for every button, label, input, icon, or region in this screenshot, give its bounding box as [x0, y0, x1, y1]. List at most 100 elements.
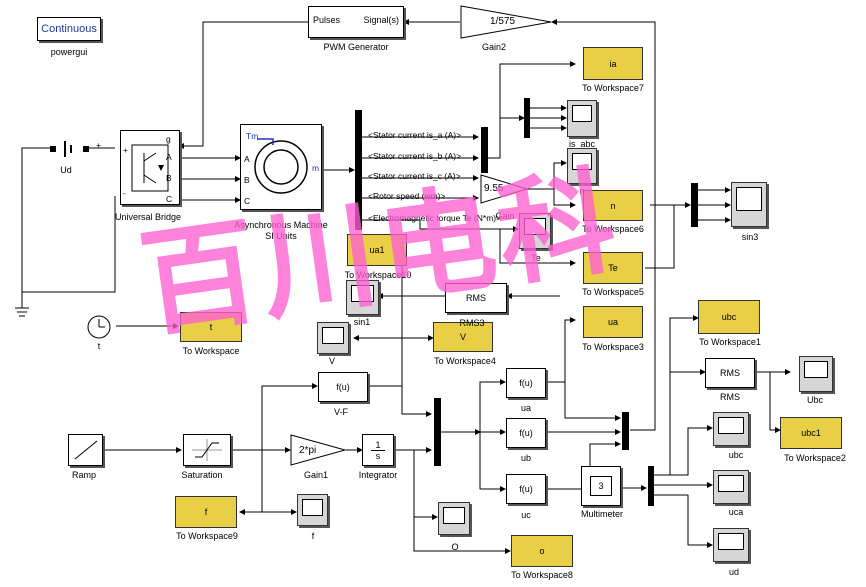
- bridge-port-c: C: [166, 194, 173, 204]
- fcn-ua-label: f(u): [519, 378, 533, 388]
- ramp-caption: Ramp: [71, 470, 97, 480]
- integrator-fraction-bar: [371, 449, 385, 451]
- scope-n-caption: n: [579, 186, 585, 196]
- clock-caption: t: [97, 341, 101, 351]
- to-workspace10-block[interactable]: ua1: [347, 234, 407, 266]
- tm-connector-icon: [257, 138, 274, 145]
- machine-port-m: m: [312, 163, 320, 173]
- rms-caption: RMS: [720, 392, 740, 402]
- to-workspace6-block[interactable]: n: [583, 190, 643, 221]
- integrator-block[interactable]: 1 s: [362, 434, 394, 466]
- gain1-block[interactable]: [290, 434, 346, 466]
- to-workspace-block[interactable]: t: [180, 312, 242, 342]
- gain2-block[interactable]: [460, 5, 552, 39]
- scope-ubc-small[interactable]: [713, 412, 749, 446]
- fcn-uc-label: f(u): [519, 484, 533, 494]
- to-workspace5-block[interactable]: Te: [583, 252, 643, 284]
- machine-caption-2: SI Units: [265, 231, 297, 241]
- scope-sin1[interactable]: [346, 280, 379, 315]
- ramp-block[interactable]: [68, 434, 103, 466]
- to-workspace7-block[interactable]: ia: [583, 47, 643, 80]
- scope-o[interactable]: [438, 502, 470, 535]
- vf-fcn-block[interactable]: f(u): [318, 372, 368, 402]
- to-workspace8-caption: To Workspace8: [511, 570, 573, 580]
- scope-ud[interactable]: [713, 528, 749, 562]
- multimeter-display: 3: [590, 476, 612, 496]
- vf-fcn-label: f(u): [336, 382, 350, 392]
- scope-sin3[interactable]: [731, 182, 767, 227]
- scope-is-abc[interactable]: [567, 100, 597, 137]
- bridge-port-plus: +: [123, 145, 128, 155]
- signal-label-wm: <Rotor speed (wm)>: [368, 191, 446, 201]
- scope-te[interactable]: [519, 213, 551, 249]
- to-workspace4-var: V: [459, 332, 466, 342]
- scope-n[interactable]: [567, 148, 597, 184]
- to-workspace1-caption: To Workspace1: [699, 337, 761, 347]
- to-workspace7-caption: To Workspace7: [582, 83, 644, 93]
- pwm-caption: PWM Generator: [323, 42, 389, 52]
- fcn-ub-label: f(u): [519, 428, 533, 438]
- gain2-caption: Gain2: [481, 42, 507, 52]
- saturation-caption: Saturation: [181, 470, 223, 480]
- to-workspace8-block[interactable]: o: [511, 535, 573, 567]
- fcn-ub-block[interactable]: f(u): [506, 418, 546, 448]
- to-workspace9-block[interactable]: f: [175, 496, 237, 528]
- gain-block[interactable]: [480, 174, 528, 204]
- scope-sin3-caption: sin3: [741, 232, 759, 242]
- scope-is-abc-caption: is_abc: [568, 139, 596, 149]
- scope-uca[interactable]: [713, 470, 749, 504]
- motor-icon: [254, 140, 308, 194]
- to-workspace3-block[interactable]: ua: [583, 306, 643, 338]
- saturation-block[interactable]: [183, 434, 231, 466]
- scope-v[interactable]: [317, 322, 349, 354]
- machine-port-tm: Tm: [246, 131, 259, 141]
- gain1-caption: Gain1: [303, 470, 329, 480]
- integrator-caption: Integrator: [358, 470, 398, 480]
- machine-port-b: B: [244, 175, 250, 185]
- signal-label-te: <Electromagnetic torque Te (N*m)>: [368, 213, 502, 223]
- to-workspace1-block[interactable]: ubc: [698, 300, 760, 334]
- to-workspace8-var: o: [539, 546, 545, 556]
- multimeter-block[interactable]: 3: [581, 466, 621, 506]
- powergui-block[interactable]: Continuous: [37, 17, 101, 41]
- to-workspace5-caption: To Workspace5: [582, 287, 644, 297]
- clock-icon[interactable]: [86, 314, 114, 340]
- to-workspace9-var: f: [204, 507, 208, 517]
- rms-block[interactable]: RMS: [705, 358, 755, 388]
- fcn-mux-block[interactable]: [434, 398, 441, 466]
- pwm-in-port: Pulses: [313, 15, 341, 25]
- dc-source-block[interactable]: [47, 138, 93, 160]
- to-workspace6-var: n: [610, 200, 616, 211]
- ramp-icon: [74, 440, 97, 460]
- fcn-ua-block[interactable]: f(u): [506, 368, 546, 398]
- gain-caption: Gain: [495, 211, 515, 221]
- gain2-value: 1/575: [490, 16, 516, 27]
- rms3-block[interactable]: RMS: [445, 283, 507, 313]
- scope-ubc-caption: Ubc: [806, 395, 824, 405]
- powergui-caption: powergui: [50, 47, 88, 57]
- machine-port-c: C: [244, 196, 251, 206]
- to-workspace3-var: ua: [607, 317, 618, 327]
- to-workspace2-block[interactable]: ubc1: [780, 417, 842, 449]
- to-workspace4-block[interactable]: V: [433, 322, 493, 352]
- scope-ud-caption: ud: [728, 567, 740, 577]
- multimeter-demux-block[interactable]: [648, 466, 654, 506]
- universal-bridge-block[interactable]: [120, 130, 180, 205]
- fcn-uc-caption: uc: [521, 510, 531, 520]
- asynchronous-machine-block[interactable]: [240, 124, 322, 210]
- scope-ubc[interactable]: [799, 356, 833, 392]
- sin3-mux-block[interactable]: [691, 183, 698, 227]
- signal-label-isc: <Stator current is_c (A)>: [368, 171, 461, 181]
- output-mux-block[interactable]: [622, 412, 629, 450]
- fcn-uc-block[interactable]: f(u): [506, 474, 546, 504]
- iabc-mux-block[interactable]: [524, 98, 530, 138]
- current-mux-block[interactable]: [481, 127, 488, 173]
- scope-f[interactable]: [297, 494, 328, 526]
- to-workspace3-caption: To Workspace3: [582, 342, 644, 352]
- pwm-generator-block[interactable]: Pulses Signal(s): [308, 6, 404, 38]
- bridge-port-g: g: [166, 134, 171, 144]
- scope-te-caption: Te: [531, 253, 541, 263]
- bus-selector-block[interactable]: [355, 110, 362, 230]
- to-workspace2-var: ubc1: [801, 428, 821, 438]
- signal-label-isb: <Stator current is_b (A)>: [368, 151, 462, 161]
